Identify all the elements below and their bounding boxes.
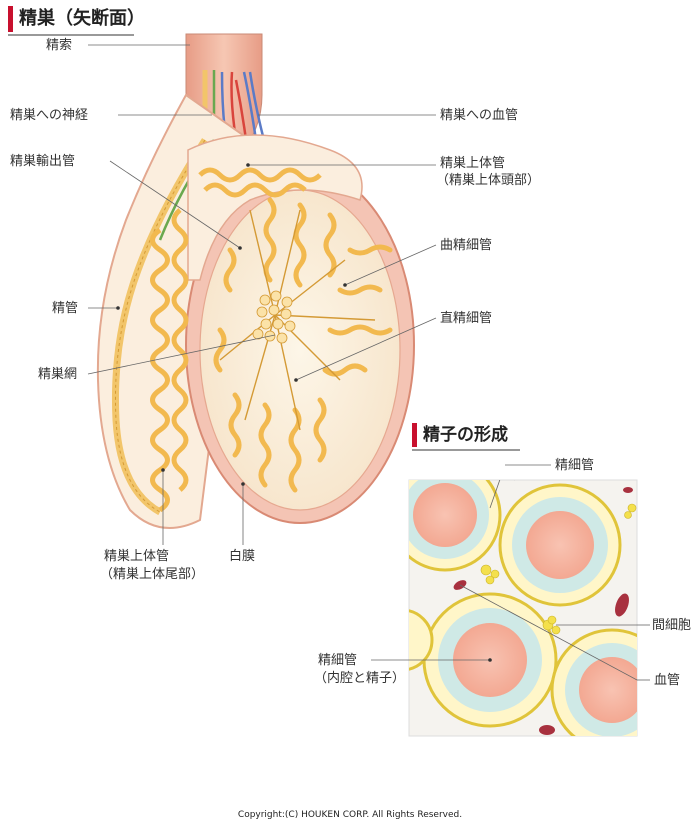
- blood-vessels: [453, 487, 633, 735]
- label-nerve: 精巣への神経: [10, 108, 89, 123]
- lobule: [327, 324, 393, 336]
- epididymis-body-coil-2: [171, 208, 189, 492]
- label-epi-head-2: （精巣上体頭部）: [436, 173, 541, 188]
- tubule-left-edge: [409, 609, 434, 671]
- epididymis-body-coil: [150, 227, 170, 513]
- lobule: [293, 202, 307, 288]
- label-sem-lumen-1: 精細管: [318, 653, 358, 668]
- lobule: [337, 284, 383, 296]
- label-tunica: 白膜: [229, 549, 256, 564]
- label-efferent: 精巣輸出管: [10, 154, 76, 169]
- label-straight: 直精細管: [440, 311, 493, 326]
- label-sem-lumen-2: （内腔と精子）: [314, 671, 406, 686]
- rete-testis: [252, 290, 296, 344]
- label-rete: 精巣網: [38, 367, 78, 382]
- lobule: [323, 212, 337, 278]
- epididymis-head-coil: [198, 167, 322, 198]
- label-epi-head-1: 精巣上体管: [440, 156, 506, 171]
- lobule: [313, 397, 327, 463]
- label-sem-tubule: 精細管: [555, 458, 595, 473]
- label-convoluted: 曲精細管: [440, 238, 493, 253]
- lobule: [263, 197, 277, 283]
- lobule: [258, 402, 272, 488]
- tubule-tr: [498, 483, 622, 607]
- title-underline: [8, 34, 134, 36]
- micrograph-panel: [371, 464, 650, 737]
- leader-lines: [87, 44, 437, 545]
- label-vas: 精管: [52, 301, 79, 316]
- label-seisaku: 精索: [46, 38, 73, 53]
- lobule: [213, 327, 227, 373]
- label-vessel: 精巣への血管: [440, 108, 519, 123]
- tubule-tl: [409, 480, 502, 572]
- label-epi-tail-1: 精巣上体管: [104, 549, 170, 564]
- section-title-underline: [412, 449, 520, 451]
- vas-deferens-outline: [114, 139, 206, 513]
- section-title: 精子の形成: [412, 423, 508, 447]
- label-epi-tail-2: （精巣上体尾部）: [100, 567, 205, 582]
- page-title: 精巣（矢断面）: [8, 6, 145, 32]
- lobule: [322, 363, 368, 377]
- label-interstitial: 間細胞: [652, 618, 692, 633]
- copyright: Copyright:(C) HOUKEN CORP. All Rights Re…: [237, 810, 463, 820]
- label-blood-vessel: 血管: [654, 673, 681, 688]
- interstitial-cells: [480, 503, 637, 635]
- lobule: [347, 244, 393, 256]
- lobule: [223, 247, 237, 293]
- epididymis-head: [187, 134, 363, 281]
- lobule: [228, 392, 242, 458]
- tubule-br: [550, 628, 637, 736]
